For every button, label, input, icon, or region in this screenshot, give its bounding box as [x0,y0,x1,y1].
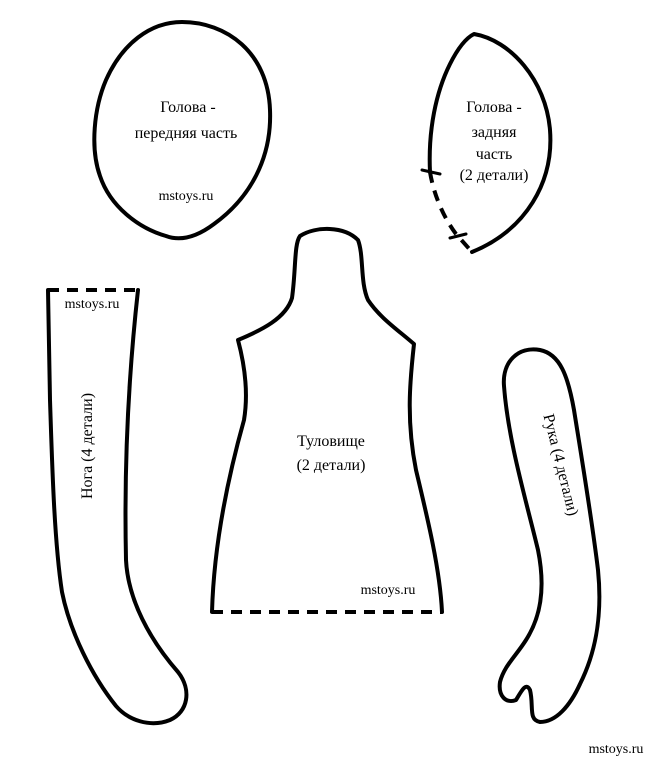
head-back-seam-dashes [428,171,474,254]
head-back-fill [431,34,551,252]
arm-outline [497,347,602,724]
head-back-label-line2: задняя [472,124,517,141]
head-back-cut-line [427,32,553,254]
torso-watermark: mstoys.ru [361,583,416,598]
torso-piece: Туловище (2 детали) mstoys.ru [210,226,444,614]
torso-label-line1: Туловище [297,433,365,450]
head-front-outline [92,20,273,241]
leg-piece: mstoys.ru Нога (4 детали) [46,288,189,726]
torso-fill [212,228,442,613]
leg-fill [48,290,187,724]
head-back-label-line1: Голова - [466,99,521,116]
footer-watermark: mstoys.ru [589,742,644,757]
arm-piece: Рука (4 детали) [497,347,602,724]
leg-cut-line [46,288,189,726]
head-back-piece: Голова - задняя часть (2 детали) [420,32,553,254]
torso-cut-line [210,226,444,614]
head-front-watermark: mstoys.ru [159,189,214,204]
head-front-label-line1: Голова - [160,99,215,116]
leg-watermark: mstoys.ru [65,297,120,312]
head-back-notch-top [420,168,442,176]
leg-label: Нога (4 детали) [79,393,96,499]
head-back-notch-bottom [448,232,468,240]
head-back-label-line3: часть [476,146,513,163]
head-front-piece: Голова - передняя часть mstoys.ru [92,20,273,241]
torso-label-line2: (2 детали) [297,457,366,474]
head-back-label-line4: (2 детали) [460,167,529,184]
head-front-label-line2: передняя часть [135,125,238,142]
